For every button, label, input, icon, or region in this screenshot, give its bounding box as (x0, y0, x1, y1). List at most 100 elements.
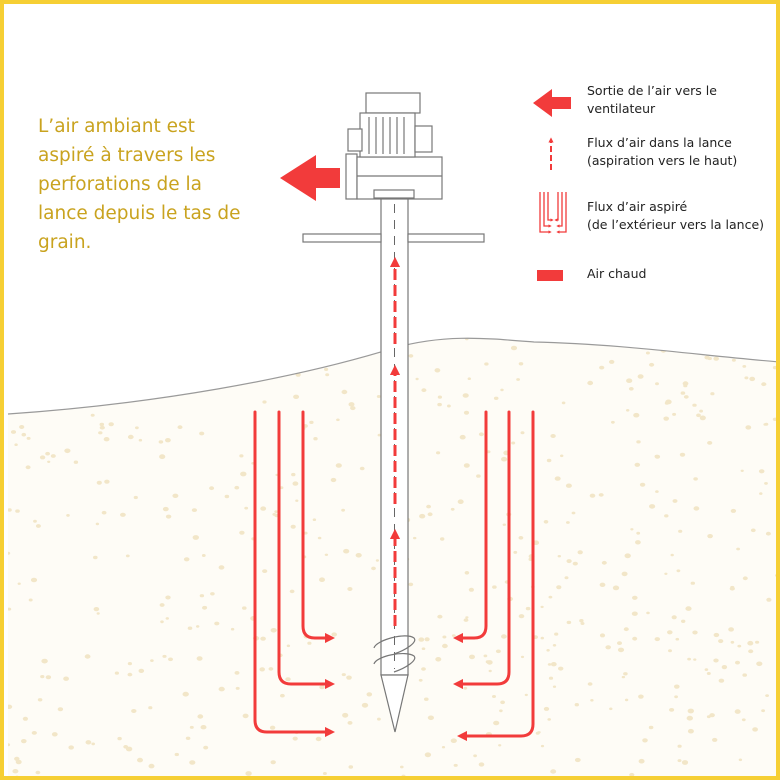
grain-dot (127, 434, 134, 440)
grain-dot (467, 377, 471, 381)
grain-dot (64, 448, 71, 454)
grain-dot (540, 636, 544, 640)
grain-dot (734, 709, 741, 714)
grain-dot (580, 622, 585, 625)
grain-dot (110, 384, 115, 388)
grain-dot (556, 585, 562, 590)
grain-dot (677, 759, 682, 763)
grain-dot (34, 393, 39, 396)
grain-dot (33, 519, 37, 523)
grain-dot (704, 355, 710, 360)
grain-dot (628, 387, 634, 391)
grain-dot (737, 644, 742, 648)
sucked-airflow-right (452, 410, 535, 742)
grain-dot (667, 630, 673, 635)
grain-dot (516, 378, 520, 381)
grain-dot (617, 647, 625, 653)
grain-dot (220, 338, 227, 342)
grain-dot (730, 508, 737, 513)
grain-dot (224, 494, 230, 499)
grain-dot (63, 676, 69, 681)
grain-dot (749, 376, 756, 382)
grain-dot (672, 499, 678, 503)
grain-dot (162, 506, 169, 512)
grain-dot (172, 349, 177, 354)
grain-dot (343, 548, 350, 554)
grain-dot (101, 510, 107, 515)
grain-dot (663, 416, 669, 421)
grain-dot (312, 341, 318, 346)
grain-dot (279, 486, 284, 490)
grain-dot (83, 352, 88, 356)
grain-dot (262, 569, 268, 573)
grain-dot (674, 695, 678, 699)
grain-dot (421, 388, 427, 393)
grain-dot (648, 725, 654, 730)
grain-dot (744, 376, 749, 380)
grain-dot (307, 641, 312, 645)
grain-dot (561, 401, 566, 405)
grain-dot (342, 712, 349, 718)
grain-dot (71, 380, 78, 385)
grain-dot (21, 432, 27, 437)
grain-dot (437, 614, 443, 619)
grain-dot (189, 760, 196, 765)
grain-dot (735, 660, 740, 665)
grain-dot (408, 354, 414, 358)
grain-dot (764, 482, 768, 485)
grain-dot (437, 395, 442, 399)
grain-dot (686, 715, 693, 721)
grain-dot (631, 611, 638, 616)
intro-text: L’air ambiant est aspiré à travers les p… (38, 116, 241, 253)
grain-dot (138, 668, 145, 674)
grain-dot (182, 691, 189, 697)
grain-dot (268, 667, 274, 671)
grain-dot (484, 362, 489, 366)
grain-dot (626, 378, 633, 384)
grain-dot (192, 535, 199, 540)
grain-dot (745, 425, 752, 430)
grain-dot (742, 576, 748, 581)
grain-dot (100, 362, 104, 365)
grain-dot (483, 654, 488, 658)
grain-dot (498, 744, 502, 747)
grain-dot (587, 380, 594, 386)
grain-dot (624, 553, 631, 559)
auger-spiral (373, 635, 416, 673)
grain-dot (718, 639, 724, 644)
grain-dot (319, 685, 325, 690)
grain-dot (45, 675, 52, 680)
grain-dot (435, 657, 442, 662)
grain-dot (464, 571, 470, 575)
grain-dot (230, 368, 235, 371)
grain-dot (590, 699, 594, 702)
grain-dot (234, 671, 240, 675)
grain-dot (683, 384, 688, 388)
grain-dot (133, 495, 138, 500)
grain-dot (315, 736, 322, 742)
grain-dot (347, 587, 353, 591)
grain-dot (442, 635, 447, 639)
grain-dot (148, 706, 153, 710)
grain-dot (704, 668, 709, 671)
grain-dot (495, 649, 501, 654)
grain-dot (200, 725, 207, 730)
grain-dot (478, 432, 484, 437)
grain-dot (234, 485, 240, 490)
grain-dot (293, 394, 300, 399)
grain-dot (707, 534, 713, 539)
grain-dot (408, 582, 414, 587)
grain-dot (40, 675, 45, 679)
grain-dot (664, 572, 668, 575)
grain-dot (718, 678, 725, 683)
grain-dot (164, 357, 169, 361)
grain-dot (84, 654, 91, 659)
grain-dot (427, 715, 434, 721)
grain-dot (740, 469, 744, 472)
grain-dot (670, 553, 674, 557)
grain-dot (642, 738, 648, 743)
grain-dot (10, 430, 17, 434)
fan-housing (345, 153, 443, 200)
grain-dot (99, 422, 105, 427)
grain-dot (156, 342, 162, 347)
